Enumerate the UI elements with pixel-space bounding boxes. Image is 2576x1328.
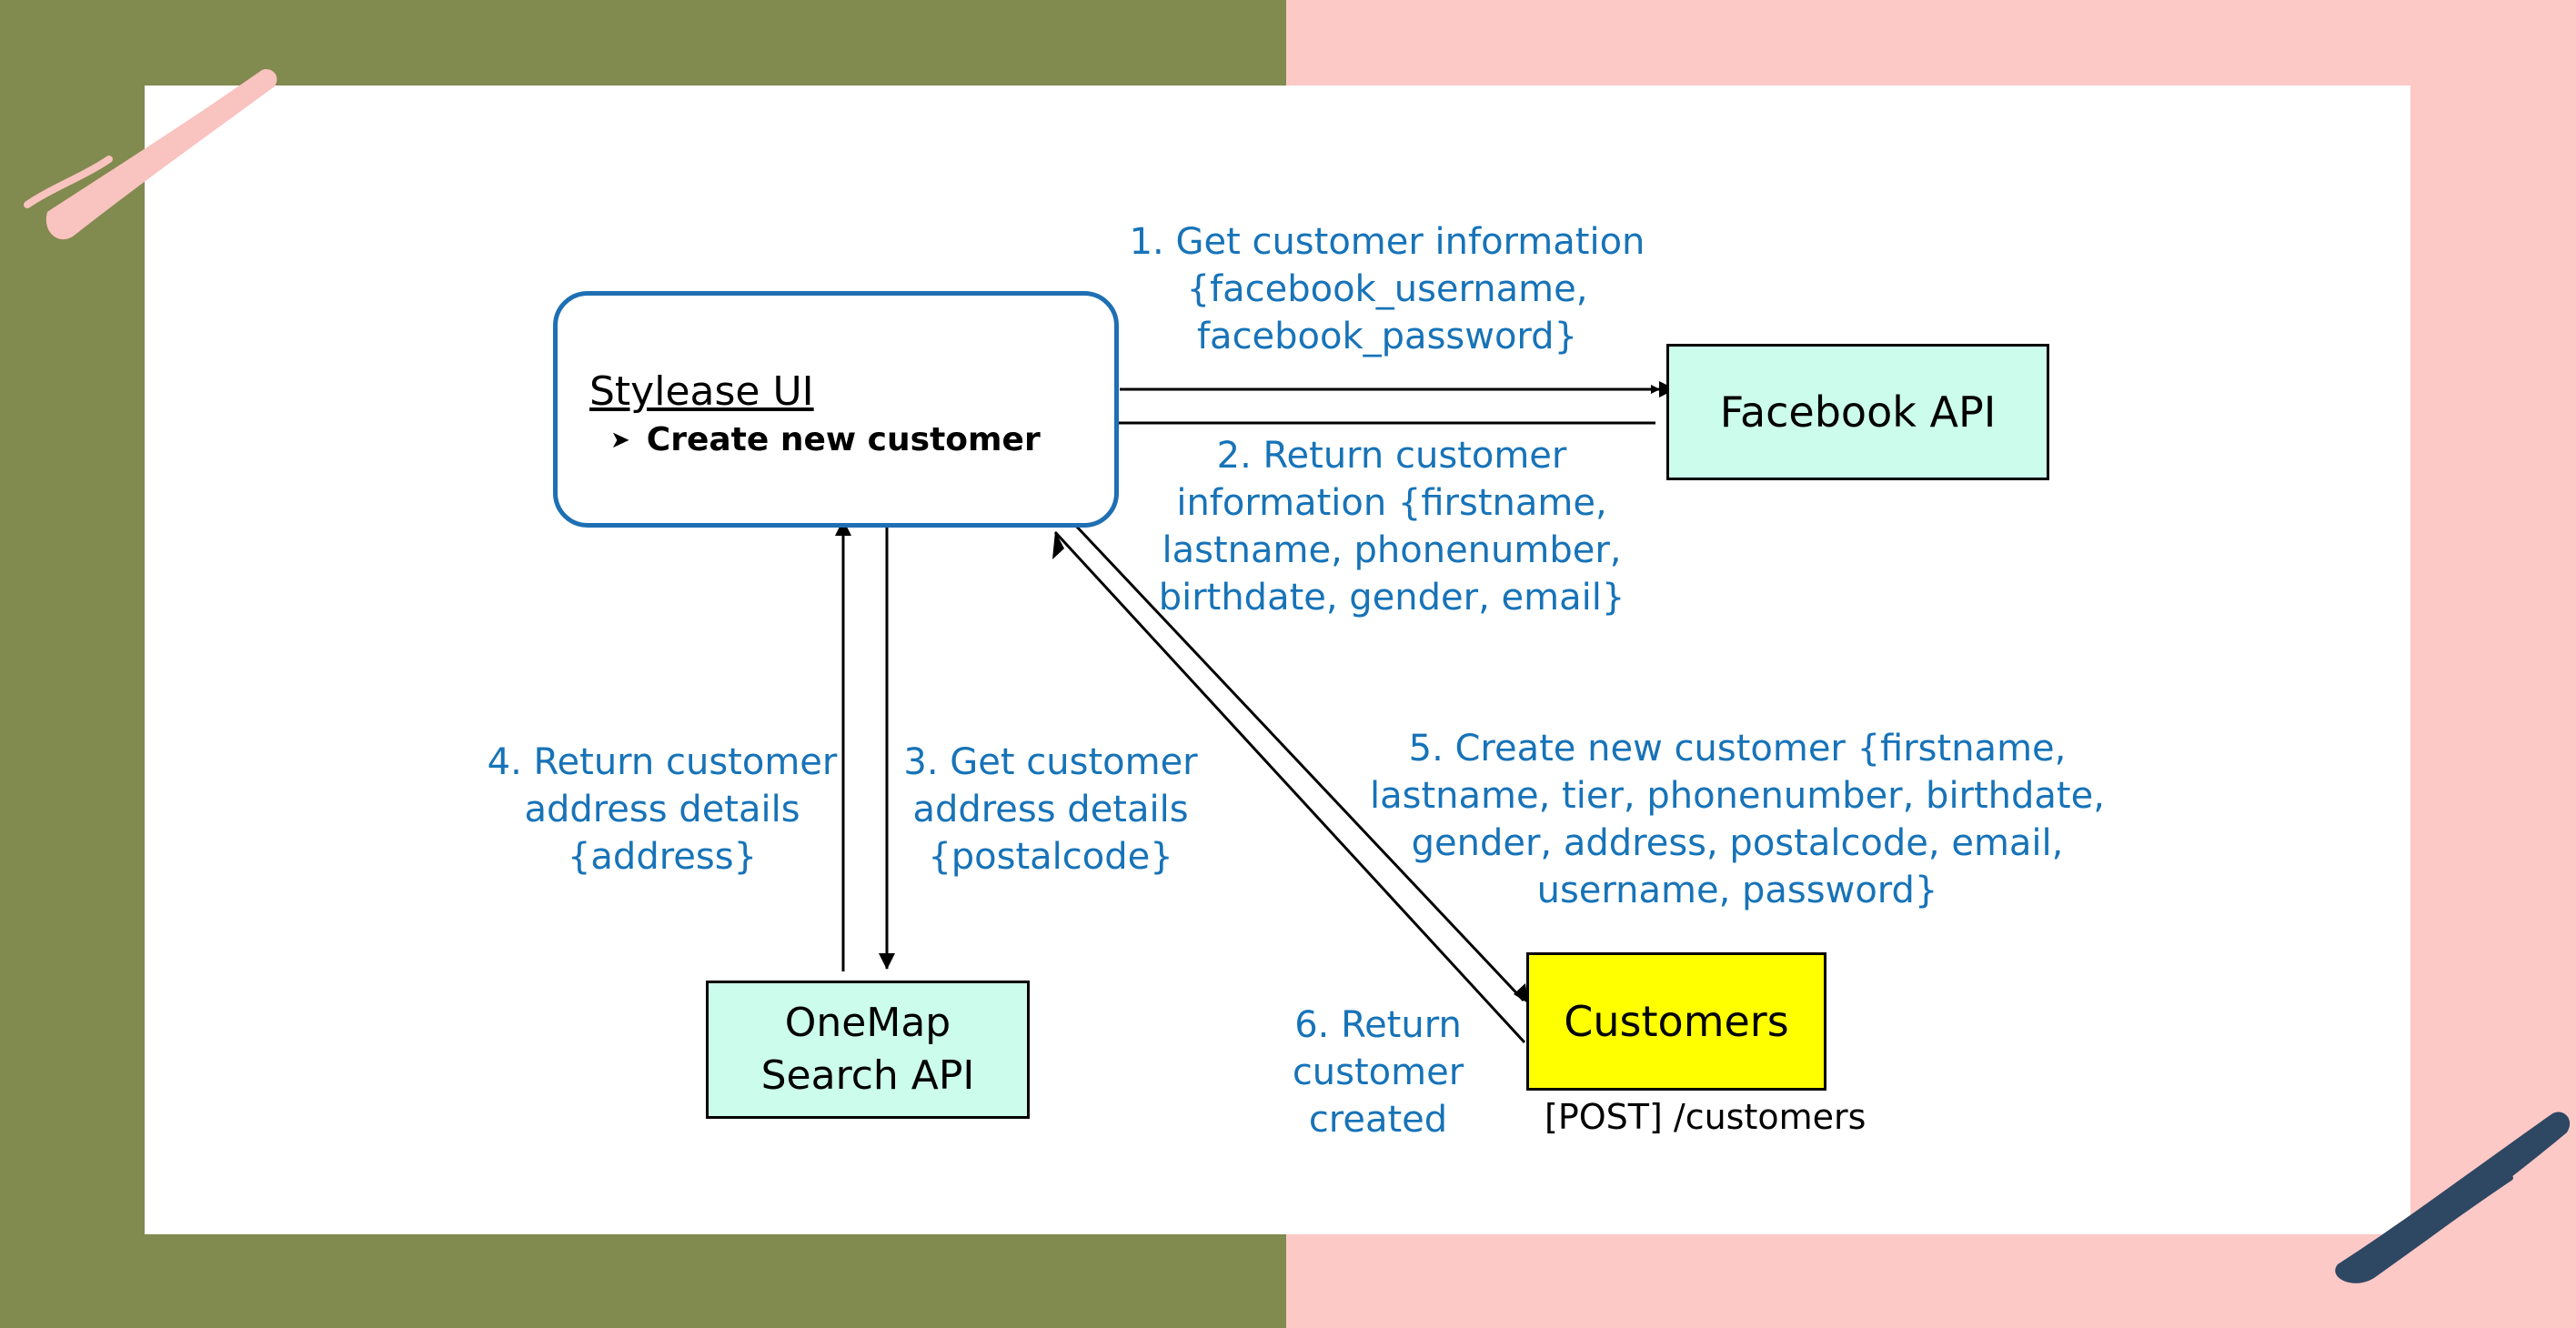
pink-brush-stroke — [24, 68, 277, 240]
slide-canvas — [145, 86, 2410, 1234]
step4-label: 4. Return customer address details {addr… — [487, 741, 838, 878]
customers-box: Customers — [1526, 952, 1826, 1091]
step6-label: 6. Return customer created — [1292, 1004, 1464, 1141]
create-new-customer-item: ➤ Create new customer — [610, 421, 1041, 458]
arrowhead-onemap — [879, 953, 895, 970]
navy-brush-stroke — [2335, 1112, 2571, 1283]
customers-label: Customers — [1564, 997, 1789, 1046]
onemap-label-line1: OneMap — [784, 1000, 951, 1046]
create-new-customer-text: Create new customer — [646, 421, 1041, 458]
step2-label: 2. Return customer information {firstnam… — [1158, 435, 1625, 619]
onemap-search-api-box: OneMap Search API — [706, 981, 1030, 1119]
arrow-return-customer-created — [1053, 530, 1526, 1044]
onemap-label-line2: Search API — [760, 1052, 975, 1099]
arrowhead-ui-from-customers — [1052, 531, 1064, 559]
arrowhead-bullet-icon: ➤ — [610, 427, 630, 454]
facebook-api-label: Facebook API — [1719, 387, 1997, 437]
stylease-ui-box: Stylease UI ➤ Create new customer — [553, 291, 1119, 528]
step3-label: 3. Get customer address details {postalc… — [903, 741, 1198, 878]
arrowhead-ui-from-onemap — [835, 519, 851, 536]
step5-label: 5. Create new customer {firstname, lastn… — [1370, 728, 2105, 911]
customers-endpoint-label: [POST] /customers — [1545, 1097, 1867, 1137]
facebook-api-box: Facebook API — [1666, 344, 2049, 480]
stylease-ui-title: Stylease UI — [589, 368, 814, 415]
step1-label: 1. Get customer information {facebook_us… — [1129, 221, 1645, 357]
arrow-create-customer — [1072, 521, 1525, 1002]
arrowhead-customers — [1514, 983, 1528, 1003]
